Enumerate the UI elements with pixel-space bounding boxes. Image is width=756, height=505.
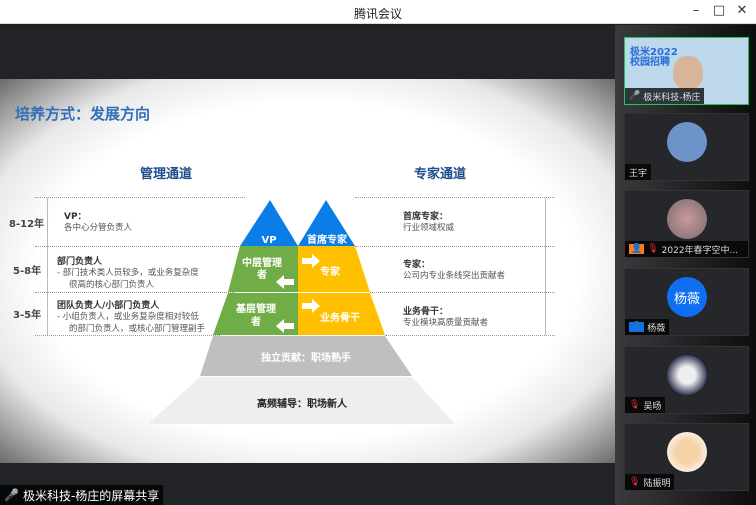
mic-icon: 🎤 — [629, 91, 641, 101]
pyramid-vp — [240, 200, 298, 246]
pyramid-newbie — [148, 377, 455, 424]
management-heading: 管理通道 — [140, 167, 193, 182]
right-range-arrow — [545, 198, 546, 335]
user-icon: 👤 — [629, 244, 645, 254]
pyramid-label: 专家 — [320, 265, 341, 278]
pyramid-label: 高频辅导：职场新人 — [257, 397, 348, 410]
pyramid: VP 首席专家 中层管理 者 专家 基层管理 者 业务骨干 独立贡献：职场熟手 … — [148, 200, 455, 424]
pyramid-chief — [298, 200, 355, 246]
left-range-arrow — [47, 198, 48, 335]
avatar: 杨薇 — [667, 277, 707, 317]
slide-title: 培养方式：发展方向 — [15, 105, 151, 123]
shared-screen: 培养方式：发展方向 管理通道 专家通道 8-12年 5-8年 3-5年 VP： … — [0, 25, 615, 505]
avatar — [667, 199, 707, 239]
expert-heading: 专家通道 — [414, 167, 467, 182]
mgmt-level-dept: 部门负责人 - 部门技术类人员较多，或业务复杂度 很高的核心部门负责人 — [57, 257, 199, 290]
slide: 培养方式：发展方向 管理通道 专家通道 8-12年 5-8年 3-5年 VP： … — [0, 79, 615, 463]
screen-share-label: 🎤 极米科技-杨庄的屏幕共享 — [0, 485, 164, 505]
mic-muted-icon: 🎙 — [629, 400, 641, 410]
pyramid-label: 独立贡献：职场熟手 — [261, 351, 351, 364]
video-feed — [673, 56, 703, 90]
mgmt-level-vp: VP： 各中心分管负责人 — [64, 212, 133, 233]
avatar — [667, 355, 707, 395]
title-bar: 腾讯会议 – □ ✕ — [0, 0, 756, 24]
pyramid-label: 基层管理 — [235, 302, 276, 315]
expert-level-backbone: 业务骨干：专业模块高质量贡献者 — [403, 307, 489, 328]
user-icon: 👤 — [629, 322, 645, 332]
pyramid-label: VP — [261, 235, 276, 246]
pyramid-label: 者 — [256, 268, 267, 281]
year-label: 3-5年 — [13, 310, 42, 321]
maximize-icon[interactable]: □ — [712, 3, 726, 18]
pyramid-label: 业务骨干 — [320, 311, 360, 324]
mic-icon: 🎤 — [4, 488, 19, 502]
avatar — [667, 122, 707, 162]
mgmt-level-team: 团队负责人/小部门负责人 - 小组负责人，或业务复杂度相对较低 的部门负责人，或… — [57, 301, 206, 334]
pyramid-label: 者 — [250, 315, 261, 328]
arrow-icons — [276, 254, 320, 333]
year-label: 8-12年 — [9, 219, 45, 230]
mic-muted-icon: 🎙 — [647, 244, 659, 254]
participant-tile[interactable]: 王宇 — [624, 113, 749, 181]
pyramid-label: 首席专家 — [307, 233, 348, 246]
participant-tile[interactable]: 👤🎙2022年春字空中... — [624, 190, 749, 258]
expert-level-chief: 首席专家：行业领域权威 — [403, 212, 455, 233]
participant-tile[interactable]: 🎙陆振明 — [624, 423, 749, 491]
pyramid-base-mgr — [213, 293, 298, 335]
minimize-icon[interactable]: – — [692, 3, 700, 18]
pyramid-mid-mgr — [228, 246, 298, 292]
mic-muted-icon: 🎙 — [629, 477, 641, 487]
pyramid-independent — [200, 336, 412, 376]
close-icon[interactable]: ✕ — [736, 3, 748, 18]
participant-tile[interactable]: 🎙吴旸 — [624, 346, 749, 414]
window-title: 腾讯会议 — [353, 7, 402, 21]
avatar — [667, 432, 707, 472]
pyramid-label: 中层管理 — [242, 256, 282, 269]
year-label: 5-8年 — [13, 266, 42, 277]
expert-level-expert: 专家：公司内专业条线突出贡献者 — [403, 260, 506, 281]
participant-tile[interactable]: 杨薇 👤杨薇 — [624, 268, 749, 336]
pyramid-backbone — [298, 293, 385, 335]
